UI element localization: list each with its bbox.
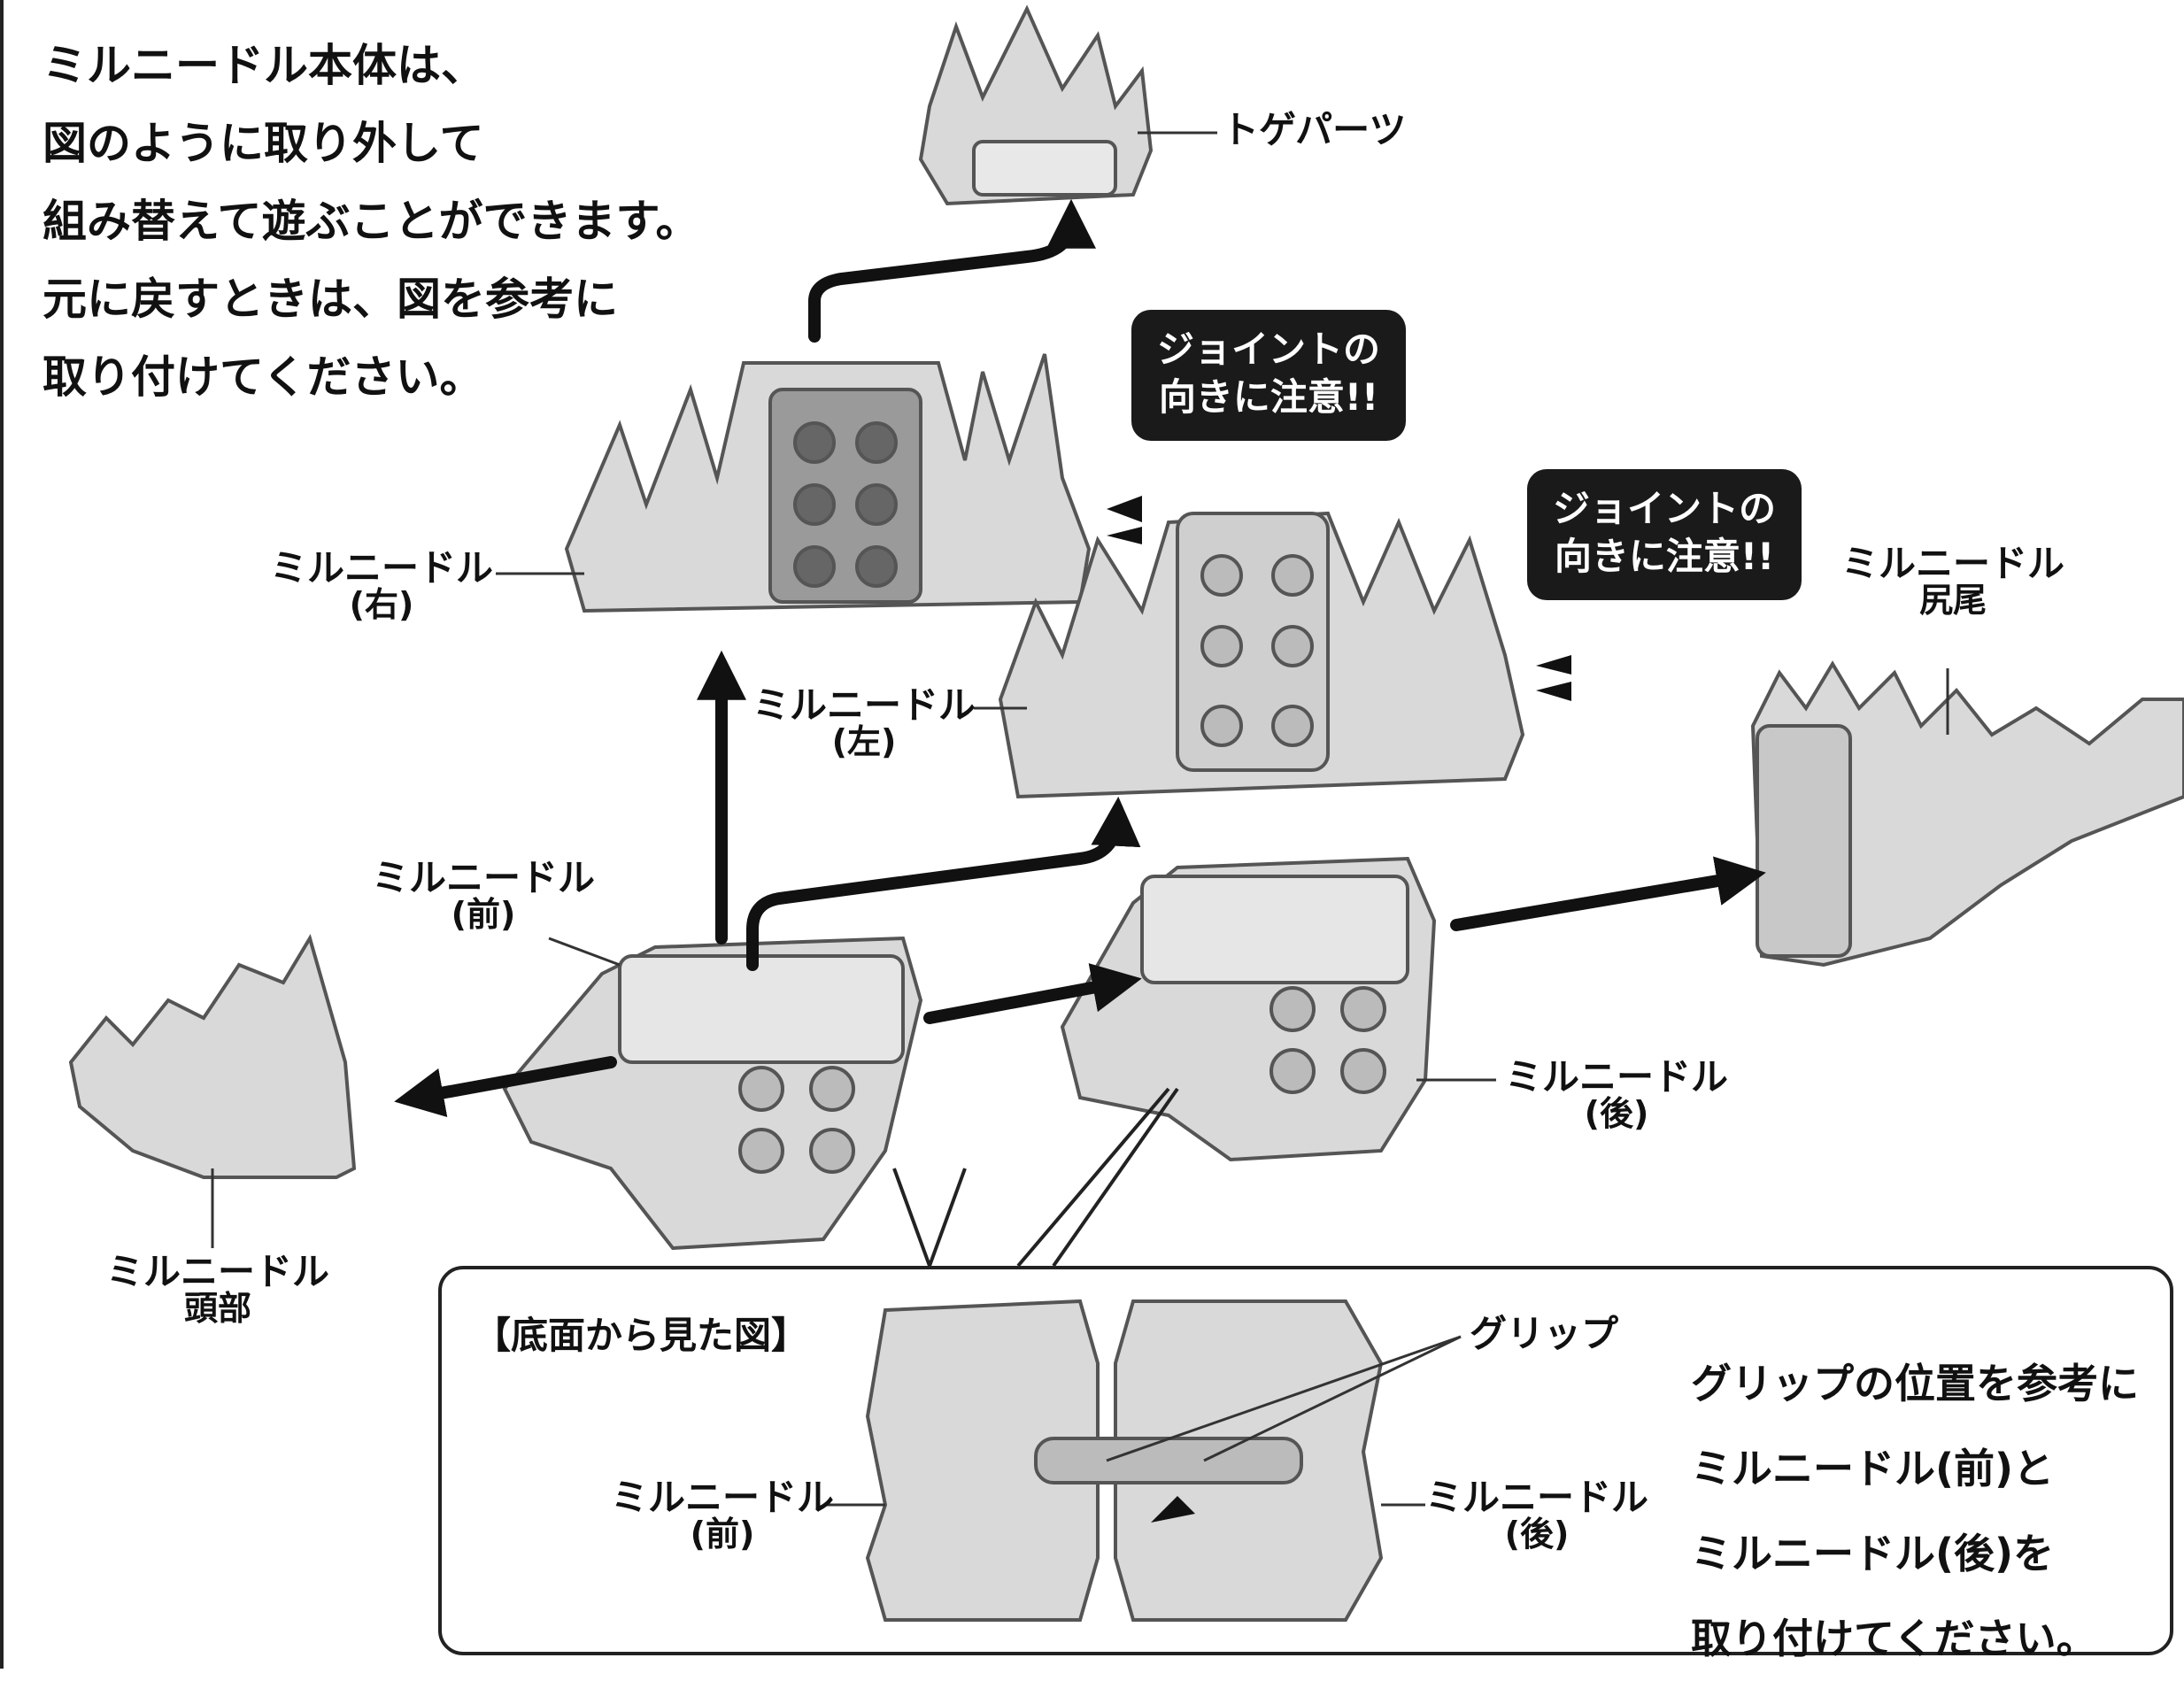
inset-grip-label: グリップ xyxy=(1470,1312,1619,1355)
spike-part-illustration xyxy=(918,4,1154,206)
page-frame-left-edge xyxy=(0,0,4,1669)
tail-part-sub: 尻尾 xyxy=(1919,581,1987,621)
intro-text: ミルニードル本体は、 図のように取り外して 組み替えて遊ぶことができます。 元に… xyxy=(42,27,700,416)
inset-title: 【底面から見た図】 xyxy=(474,1314,809,1357)
intro-line-3: 組み替えて遊ぶことができます。 xyxy=(42,196,700,247)
inset-front-name: ミルニードル xyxy=(611,1476,835,1519)
intro-line-2: 図のように取り外して xyxy=(42,118,484,169)
right-part-label: ミルニードル (右) xyxy=(270,546,494,625)
tail-part-illustration xyxy=(1750,660,2184,968)
assembly-arrows xyxy=(394,198,1766,1118)
intro-line-4: 元に戻すときは、図を参考に xyxy=(42,274,618,325)
back-part-illustration xyxy=(1060,856,1437,1162)
intro-line-5: 取り付けてください。 xyxy=(42,351,484,403)
head-part-sub: 頭部 xyxy=(184,1289,252,1329)
tail-part-label: ミルニードル 尻尾 xyxy=(1841,544,2064,619)
callout-1-line-1: ジョイントの xyxy=(1156,328,1380,371)
intro-line-1: ミルニードル本体は、 xyxy=(42,40,485,91)
right-part-name: ミルニードル xyxy=(270,546,494,590)
inset-pointer-lines xyxy=(892,1087,1179,1268)
right-part-illustration xyxy=(564,353,1092,613)
right-part-sub: (右) xyxy=(349,585,414,625)
left-part-label: ミルニードル (左) xyxy=(752,683,976,762)
inset-back-sub: (後) xyxy=(1504,1515,1570,1554)
callout-2-line-1: ジョイントの xyxy=(1552,487,1776,530)
callout-1-line-2: 向きに注意!! xyxy=(1158,375,1379,419)
note-line-2: ミルニードル(前)と xyxy=(1691,1445,2055,1492)
arrow-to-head xyxy=(394,1056,617,1118)
front-part-name: ミルニードル xyxy=(372,856,596,899)
inset-back-label: ミルニードル (後) xyxy=(1425,1476,1649,1554)
tail-part-name: ミルニードル xyxy=(1841,542,2065,585)
front-part-illustration xyxy=(502,936,923,1251)
note-line-4: 取り付けてください。 xyxy=(1691,1615,2097,1662)
inset-front-sub: (前) xyxy=(690,1515,755,1554)
head-part-name: ミルニードル xyxy=(106,1250,330,1293)
arrow-to-back xyxy=(923,963,1142,1024)
joint-warning-callout-1: ジョイントの 向きに注意!! xyxy=(1131,310,1406,441)
arrow-to-left xyxy=(746,796,1141,971)
left-part-name: ミルニードル xyxy=(752,683,976,727)
back-part-label: ミルニードル (後) xyxy=(1505,1055,1729,1134)
head-part-label: ミルニードル 頭部 xyxy=(106,1250,330,1329)
note-line-3: ミルニードル(後)を xyxy=(1691,1530,2055,1577)
joint-pointer-right-part xyxy=(1107,496,1142,544)
joint-pointer-left-part xyxy=(1536,655,1571,701)
front-part-sub: (前) xyxy=(451,895,516,935)
toge-parts-label: トゲパーツ xyxy=(1222,108,1407,151)
note-line-1: グリップの位置を参考に xyxy=(1691,1360,2139,1407)
arrow-to-tail xyxy=(1450,856,1766,931)
left-part-sub: (左) xyxy=(831,722,897,762)
inset-front-label: ミルニードル (前) xyxy=(611,1476,835,1554)
head-part-illustration xyxy=(68,934,357,1179)
arrow-to-spike xyxy=(808,198,1096,343)
callout-2-line-2: 向きに注意!! xyxy=(1554,535,1775,578)
inset-back-name: ミルニードル xyxy=(1425,1476,1649,1519)
back-part-name: ミルニードル xyxy=(1505,1055,1729,1099)
back-part-sub: (後) xyxy=(1584,1094,1649,1134)
front-leader-line xyxy=(548,937,621,967)
grip-instruction-note: グリップの位置を参考に ミルニードル(前)と ミルニードル(後)を 取り付けてく… xyxy=(1691,1341,2139,1681)
front-part-label: ミルニードル (前) xyxy=(372,856,596,935)
joint-warning-callout-2: ジョイントの 向きに注意!! xyxy=(1527,469,1802,600)
left-part-illustration xyxy=(998,511,1525,799)
